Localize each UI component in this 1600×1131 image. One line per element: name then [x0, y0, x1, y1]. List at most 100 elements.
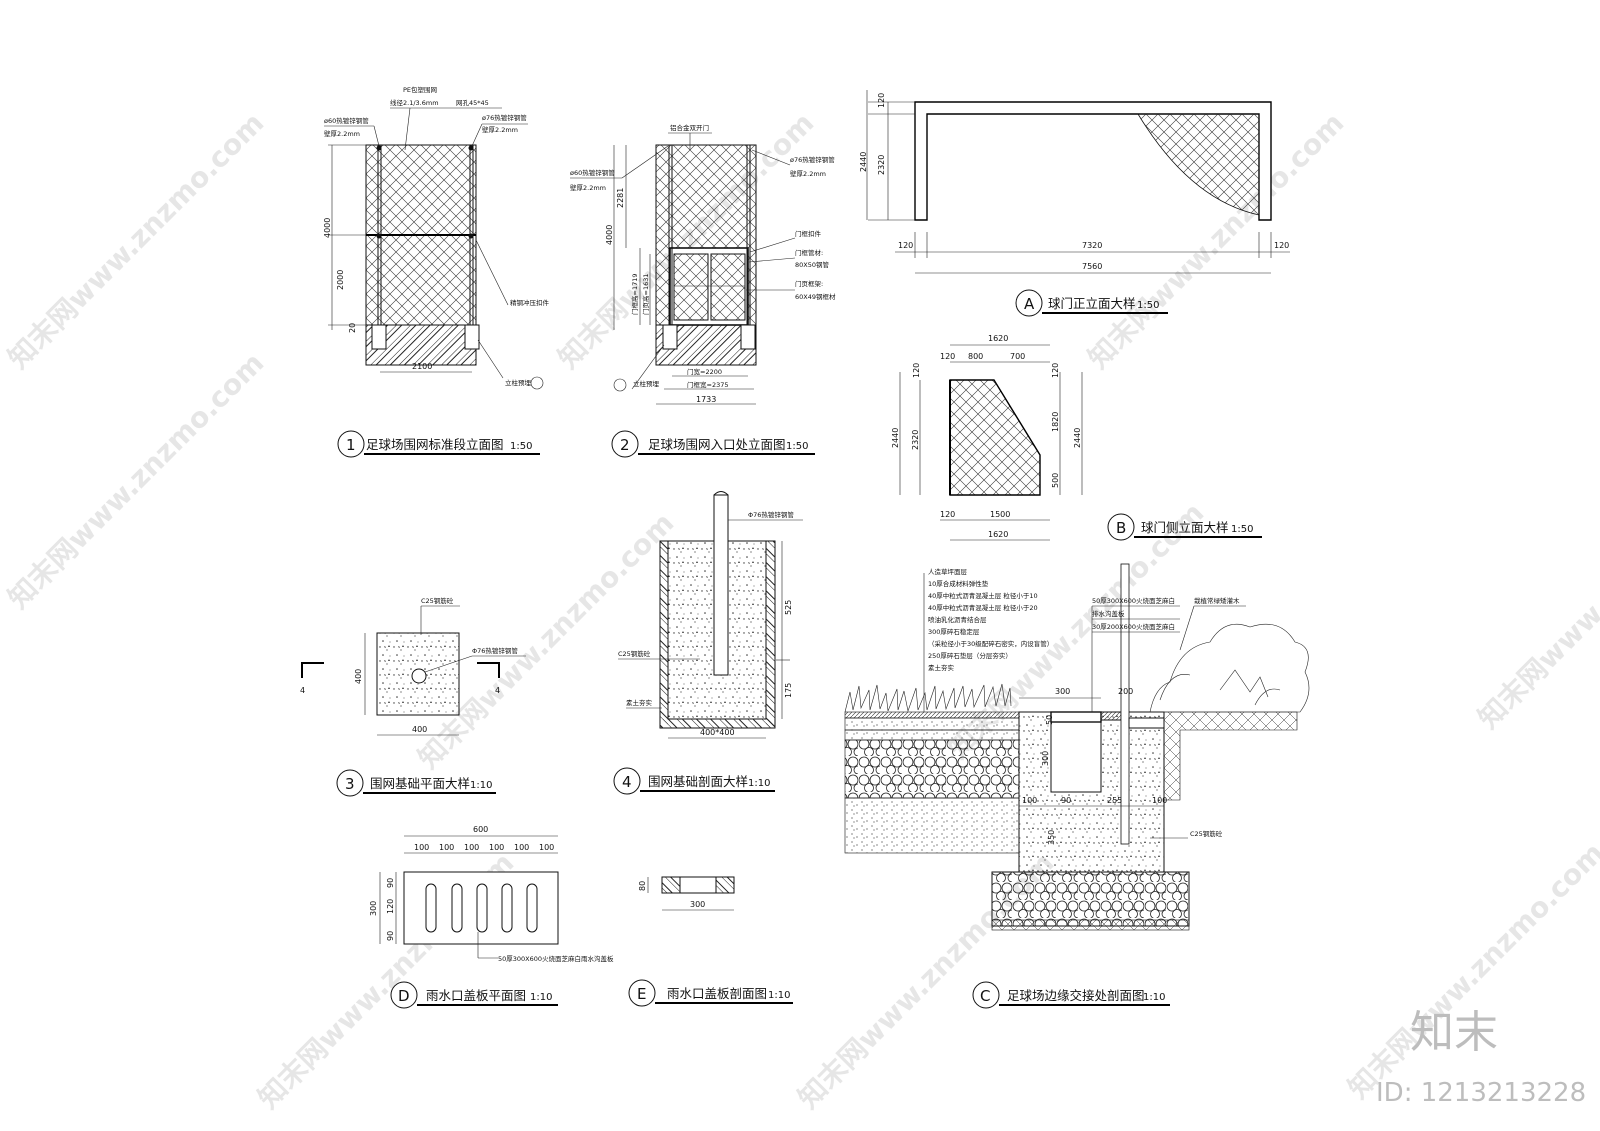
view-scale-4: 1:10	[748, 778, 770, 789]
view-scale-D: 1:10	[530, 992, 552, 1003]
view-mark-2: 2	[620, 436, 630, 454]
label-wall2: 壁厚2.2mm	[482, 125, 518, 134]
dim-350: 350	[1047, 830, 1056, 845]
dim-2440: 2440	[891, 428, 900, 448]
dim-90-bottom: 90	[386, 931, 395, 941]
dim-700: 700	[1010, 352, 1025, 361]
dim-120-side: 120	[912, 363, 921, 378]
view-title-C: 足球场边缘交接处剖面图	[1007, 988, 1145, 1003]
label-wall1: 壁厚2.2mm	[570, 183, 606, 192]
dim-100: 100	[514, 843, 529, 852]
dim-175: 175	[784, 683, 793, 698]
view-A-goal-front: 120 2440 2320 120 7320 120 7560 A 球门正立面大…	[859, 90, 1290, 317]
label-wall1: 壁厚2.2mm	[324, 129, 360, 138]
label-base: 立柱预埋	[505, 378, 532, 387]
view-mark-1: 1	[346, 436, 356, 454]
dim-frame-width: 门框宽=2375	[687, 380, 729, 389]
layer-labels: 人造草坪面层 10厚合成材料弹性垫 40厚中粒式沥青混凝土层 粒径小于10 40…	[928, 567, 1053, 672]
dim-door-leaf-h: 门页高=1631	[641, 274, 650, 316]
dim-2281: 2281	[616, 188, 625, 208]
dim-120: 120	[877, 93, 886, 108]
dim-300: 300	[369, 901, 378, 916]
dim-20: 20	[348, 323, 357, 333]
view-scale-B: 1:50	[1231, 524, 1253, 535]
view-C-edge-section: 人造草坪面层 10厚合成材料弹性垫 40厚中粒式沥青混凝土层 粒径小于10 40…	[844, 563, 1310, 1009]
section-mark-left: 4	[300, 686, 305, 695]
dim-400-w: 400	[412, 725, 427, 734]
view-D-grate-plan: 600 100 100 100 100 100 100 300 90 120 9…	[369, 825, 614, 1009]
dim-255: 255	[1107, 796, 1122, 805]
dim-1620-bottom: 1620	[988, 530, 1008, 539]
label-plant: 栽植常绿矮灌木	[1194, 596, 1240, 605]
view-scale-A: 1:50	[1137, 300, 1159, 311]
view-mark-C: C	[980, 987, 990, 1005]
watermark-layer: 知末网www.znzmo.com 知末网www.znzmo.com 知末网www…	[2, 106, 1600, 1115]
dim-600: 600	[473, 825, 488, 834]
dim-100: 100	[464, 843, 479, 852]
dim-7560: 7560	[1082, 262, 1102, 271]
brand-logo-text: 知末	[1410, 1007, 1498, 1058]
view-mark-3: 3	[345, 775, 355, 793]
dim-50: 50	[1045, 715, 1054, 725]
view-title-D: 雨水口盖板平面图	[426, 988, 526, 1003]
dim-2320: 2320	[877, 155, 886, 175]
dim-door-frame-h: 门框高=1719	[630, 274, 639, 316]
layer-label: （采粒径小于30级配碎石密实，内设盲管）	[928, 639, 1053, 648]
section-mark-right: 4	[495, 686, 500, 695]
watermark-text: 知末网www.znzmo.com	[1342, 836, 1600, 1105]
dim-7320: 7320	[1082, 241, 1102, 250]
dim-120-bottom: 120	[940, 510, 955, 519]
dim-90-top: 90	[386, 878, 395, 888]
view-mark-A: A	[1024, 295, 1035, 313]
view-title-1: 足球场围网标准段立面图	[366, 437, 504, 452]
view-2-entrance-fence: 2281 4000 门框高=1719 门页高=1631 门宽=2200 门框宽=…	[570, 123, 836, 458]
label-pipe76: ø76热镀锌钢管	[790, 155, 835, 164]
view-scale-1: 1:50	[510, 441, 532, 452]
label-clip: 精钢冲压扣件	[510, 298, 550, 307]
dim-2000: 2000	[336, 270, 345, 290]
label-cover: 50厚300X600火烧面芝麻白	[1092, 596, 1175, 605]
view-mark-D: D	[398, 987, 410, 1005]
view-4-foundation-section: Φ76热镀锌钢管 C25钢筋砼 素土夯实 525 175 400*400 4 围…	[613, 491, 803, 795]
label-wall2: 壁厚2.2mm	[790, 169, 826, 178]
watermark-text: 知末网www.znzmo.com	[1472, 466, 1600, 735]
view-title-B: 球门侧立面大样	[1141, 520, 1229, 535]
dim-100: 100	[489, 843, 504, 852]
dim-door-width: 门宽=2200	[687, 367, 722, 376]
label-pipe: Φ76热镀锌钢管	[748, 510, 794, 519]
view-title-4: 围网基础剖面大样	[648, 774, 748, 789]
layer-label: 喷油乳化沥青结合层	[928, 615, 987, 624]
dim-800: 800	[968, 352, 983, 361]
view-mark-4: 4	[622, 773, 632, 791]
label-wire: 线径2.1/3.6mm	[390, 98, 439, 107]
layer-label: 40厚中粒式沥青混凝土层 粒径小于10	[928, 591, 1038, 600]
view-E-grate-section: 80 300 E 雨水口盖板剖面图 1:10	[628, 876, 793, 1007]
dim-100-left: 100	[1022, 796, 1037, 805]
dim-90: 90	[1061, 796, 1071, 805]
dim-2440: 2440	[859, 152, 868, 172]
image-id: ID: 1213213228	[1376, 1078, 1586, 1108]
label-frame: 门框管材:	[795, 248, 823, 257]
watermark-text: 知末网www.znzmo.com	[2, 346, 271, 615]
view-scale-3: 1:10	[470, 780, 492, 791]
view-scale-C: 1:10	[1143, 992, 1165, 1003]
dim-300: 300	[690, 900, 705, 909]
watermark-text: 知末网www.znzmo.com	[2, 106, 271, 375]
layer-label: 人造草坪面层	[928, 567, 968, 576]
dim-1820: 1820	[1051, 412, 1060, 432]
layer-label: 10厚合成材料弹性垫	[928, 579, 989, 588]
label-mesh: 网孔45*45	[456, 99, 489, 107]
dim-200: 200	[1118, 687, 1133, 696]
dim-120: 120	[940, 352, 955, 361]
view-title-2: 足球场围网入口处立面图	[648, 437, 786, 452]
view-title-E: 雨水口盖板剖面图	[667, 986, 767, 1001]
dim-1620-top: 1620	[988, 334, 1008, 343]
dim-2320: 2320	[911, 430, 920, 450]
dim-500: 500	[1051, 473, 1060, 488]
dim-525: 525	[784, 600, 793, 615]
label-leaf-spec: 60X49钢框材	[795, 292, 836, 301]
label-pipe60: ø60热镀锌钢管	[570, 168, 615, 177]
label-base: 立柱预埋	[633, 379, 660, 388]
